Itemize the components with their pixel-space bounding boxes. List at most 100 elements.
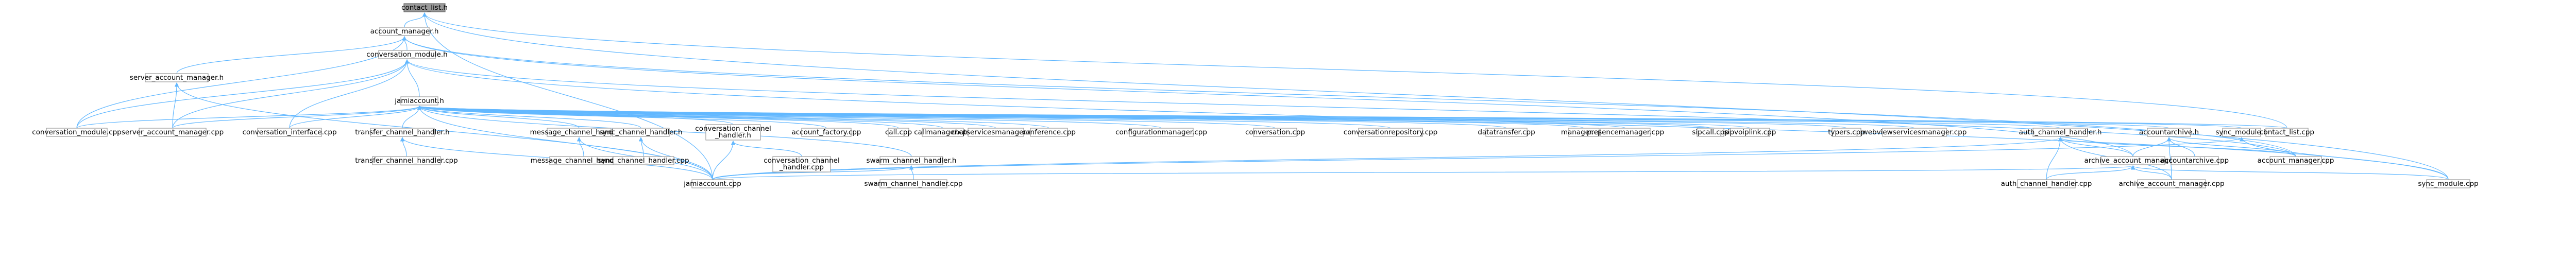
dependency-edge [417, 106, 713, 180]
file-node-box [879, 179, 947, 188]
dependency-edge [712, 141, 736, 180]
file-node-label: sipvoiplink.cpp [1724, 128, 1776, 136]
file-node-box [145, 73, 209, 82]
dependency-edge [638, 137, 713, 180]
dependency-edge [289, 59, 410, 129]
dependency-edge [2166, 137, 2172, 180]
dependency-edge [2131, 165, 2449, 180]
file-node-box [1832, 128, 1861, 137]
file-node-box [772, 156, 831, 172]
file-node-contact-list-h[interactable]: contact_list.h [401, 3, 448, 12]
file-node-transfer-channel-handler-h[interactable]: transfer_channel_handler.h [355, 128, 450, 137]
file-node-conversationrepository-cpp[interactable]: conversationrepository.cpp [1344, 128, 1437, 137]
file-node-label: sync_module.cpp [2418, 180, 2478, 188]
dependency-edge [712, 165, 914, 180]
file-node-conversation-interface-cpp[interactable]: conversation_interface.cpp [242, 128, 337, 137]
file-node-box [2017, 179, 2076, 188]
dependency-edge [422, 12, 713, 180]
file-node-box [2222, 128, 2261, 137]
dependency-edge [417, 106, 1162, 129]
file-node-account-manager-h[interactable]: account_manager.h [370, 27, 439, 36]
file-node-conference-cpp[interactable]: conference.cpp [1022, 128, 1076, 137]
file-node-jamiaccount-h[interactable]: jamiaccount.h [394, 96, 444, 106]
file-node-box [801, 128, 852, 137]
file-node-message-channel-handler-cpp[interactable]: message_channel_handler.cpp [531, 156, 637, 165]
dependency-edge [172, 106, 422, 129]
dependency-edge [76, 106, 421, 129]
file-node-server-account-manager-cpp[interactable]: server_account_manager.cpp [122, 128, 224, 137]
file-node-transfer-channel-handler-cpp[interactable]: transfer_channel_handler.cpp [355, 156, 458, 165]
file-node-label: jamiaccount.cpp [683, 180, 741, 188]
file-node-label-line: _handler.h [715, 131, 751, 140]
dependency-edge [405, 59, 2296, 157]
file-node-box [2426, 179, 2470, 188]
dependency-edge [2166, 137, 2296, 157]
dependency-edges [76, 12, 2449, 180]
file-node-auth-channel-handler-cpp[interactable]: auth_channel_handler.cpp [2001, 179, 2092, 188]
file-node-label: conversation_interface.cpp [242, 128, 336, 136]
file-node-conversation-channel-handler-h[interactable]: conversation_channel_handler.h [695, 124, 771, 141]
file-node-sipcall-cpp[interactable]: sipcall.cpp [1692, 128, 1729, 137]
file-node-box [968, 128, 1024, 137]
file-node-label: contact_list.cpp [2260, 128, 2314, 136]
file-node-box [2100, 156, 2165, 165]
file-node-box [613, 156, 674, 165]
file-node-accountarchive-cpp[interactable]: accountarchive.cpp [2161, 156, 2229, 165]
file-node-jamiaccount-cpp[interactable]: jamiaccount.cpp [683, 179, 741, 188]
file-node-label: swarm_channel_handler.cpp [865, 180, 963, 188]
file-node-call-cpp[interactable]: call.cpp [885, 128, 912, 137]
file-node-archive-account-manager-h[interactable]: archive_account_manager.h [2084, 156, 2182, 165]
file-node-message-channel-handler-h[interactable]: message_channel_handler.h [530, 128, 629, 137]
file-node-callmanager-cpp[interactable]: callmanager.cpp [914, 128, 972, 137]
file-node-typers-cpp[interactable]: typers.cpp [1828, 128, 1865, 137]
dependency-edge [176, 36, 407, 74]
file-node-sipvoiplink-cpp[interactable]: sipvoiplink.cpp [1724, 128, 1776, 137]
dependency-edge [2058, 137, 2133, 157]
file-node-box [879, 156, 943, 165]
file-node-swarm-channel-handler-cpp[interactable]: swarm_channel_handler.cpp [865, 179, 963, 188]
file-node-label: archive_account_manager.h [2084, 157, 2181, 165]
file-node-box [2032, 128, 2088, 137]
file-node-label: contact_list.h [401, 4, 448, 12]
file-node-conversation-module-h[interactable]: conversation_module.h [366, 50, 448, 59]
file-node-swarm-channel-handler-h[interactable]: swarm_channel_handler.h [867, 156, 957, 165]
file-node-accountarchive-h[interactable]: accountarchive.h [2139, 128, 2199, 137]
dependency-edge [172, 82, 179, 129]
file-node-configurationmanager-cpp[interactable]: configurationmanager.cpp [1115, 128, 1207, 137]
file-node-archive-account-manager-cpp[interactable]: archive_account_manager.cpp [2119, 179, 2225, 188]
file-node-box [2137, 179, 2206, 188]
file-node-box [1030, 128, 1068, 137]
file-node-auth-channel-handler-h[interactable]: auth_channel_handler.h [2019, 128, 2102, 137]
file-node-conversation-channel-handler-cpp[interactable]: conversation_channel_handler.cpp [764, 156, 840, 172]
file-node-sync-channel-handler-cpp[interactable]: sync_channel_handler.cpp [598, 156, 689, 165]
file-node-datatransfer-cpp[interactable]: datatransfer.cpp [1478, 128, 1535, 137]
dependency-edge [417, 106, 641, 129]
file-node-server-account-manager-h[interactable]: server_account_manager.h [130, 73, 224, 82]
file-node-account-manager-cpp[interactable]: account_manager.cpp [2258, 156, 2334, 165]
file-node-box [2171, 156, 2219, 165]
file-node-conversation-cpp[interactable]: conversation.cpp [1245, 128, 1305, 137]
file-node-contact-list-cpp[interactable]: contact_list.cpp [2260, 128, 2314, 137]
file-node-manager-cpp[interactable]: manager.cpp [1561, 128, 1606, 137]
file-node-box [139, 128, 207, 137]
file-node-box [372, 156, 441, 165]
file-node-label: datatransfer.cpp [1478, 128, 1535, 136]
file-node-box [888, 128, 909, 137]
file-node-webviewservicesmanager-cpp[interactable]: webviewservicesmanager.cpp [1862, 128, 1967, 137]
file-node-account-factory-cpp[interactable]: account_factory.cpp [792, 128, 861, 137]
dependency-edge [422, 12, 2449, 180]
file-node-label: call.cpp [885, 128, 912, 136]
file-node-sync-module-h[interactable]: sync_module.h [2215, 128, 2268, 137]
file-node-label: account_factory.cpp [792, 128, 861, 136]
file-node-sync-channel-handler-h[interactable]: sync_channel_handler.h [599, 128, 683, 137]
file-node-label-line: conversation_channel [764, 157, 839, 165]
file-node-box [1697, 128, 1724, 137]
file-node-presencemanager-cpp[interactable]: presencemanager.cpp [1587, 128, 1664, 137]
file-node-chatservicesmanager-cpp[interactable]: chatservicesmanager.cpp [951, 128, 1041, 137]
file-node-box [379, 27, 430, 36]
file-node-sync-module-cpp[interactable]: sync_module.cpp [2418, 179, 2479, 188]
dependency-edge [76, 59, 410, 129]
file-node-label: conversation.cpp [1245, 128, 1305, 136]
file-node-label: conversation_module.h [366, 50, 447, 59]
file-node-conversation-module-cpp[interactable]: conversation_module.cpp [32, 128, 122, 137]
